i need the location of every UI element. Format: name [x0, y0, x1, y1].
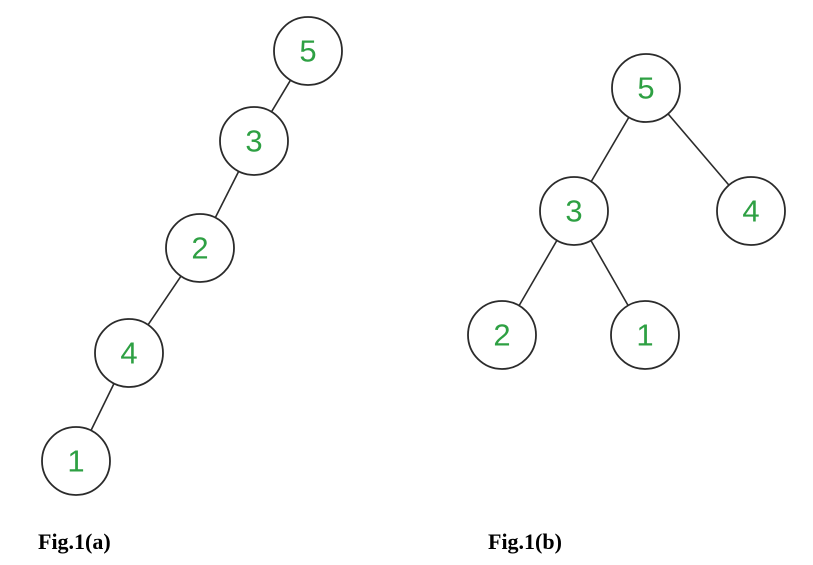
node-label: 5	[637, 71, 654, 106]
edge-b3-b2	[518, 240, 558, 306]
node-circle	[94, 318, 164, 388]
tree-node-b-4: 4	[716, 176, 786, 246]
tree-node-a-3: 3	[219, 106, 289, 176]
edge-b3-b1	[590, 240, 629, 306]
node-circle	[219, 106, 289, 176]
node-label: 1	[636, 318, 653, 353]
node-circle	[41, 426, 111, 496]
node-circle	[716, 176, 786, 246]
node-circle	[273, 16, 343, 86]
tree-node-b-3: 3	[539, 176, 609, 246]
node-circle	[467, 300, 537, 370]
node-label: 3	[245, 124, 262, 159]
tree-node-a-5: 5	[273, 16, 343, 86]
node-label: 4	[742, 194, 759, 229]
node-label: 4	[120, 336, 137, 371]
edge-b5-b4	[667, 113, 730, 186]
edge-a5-a3	[270, 79, 292, 113]
node-label: 2	[493, 318, 510, 353]
tree-node-a-4: 4	[94, 318, 164, 388]
edge-a4-a1	[90, 383, 115, 431]
nodes-layer: 5 3 2 4 1 5 3 4 2 1	[41, 16, 786, 496]
tree-node-b-2: 2	[467, 300, 537, 370]
edge-b5-b3	[590, 116, 630, 183]
node-label: 5	[299, 34, 316, 69]
node-circle	[611, 53, 681, 123]
tree-node-b-1: 1	[610, 300, 680, 370]
node-label: 3	[565, 194, 582, 229]
edge-a2-a4	[147, 275, 182, 326]
edges-layer	[90, 79, 730, 431]
figure-a-caption: Fig.1(a)	[38, 529, 111, 554]
tree-node-a-2: 2	[165, 213, 235, 283]
edge-a3-a2	[214, 170, 240, 219]
node-circle	[165, 213, 235, 283]
node-circle	[539, 176, 609, 246]
node-label: 2	[191, 231, 208, 266]
tree-node-a-1: 1	[41, 426, 111, 496]
tree-node-b-5: 5	[611, 53, 681, 123]
node-label: 1	[67, 444, 84, 479]
figure-b-caption: Fig.1(b)	[488, 529, 562, 554]
node-circle	[610, 300, 680, 370]
